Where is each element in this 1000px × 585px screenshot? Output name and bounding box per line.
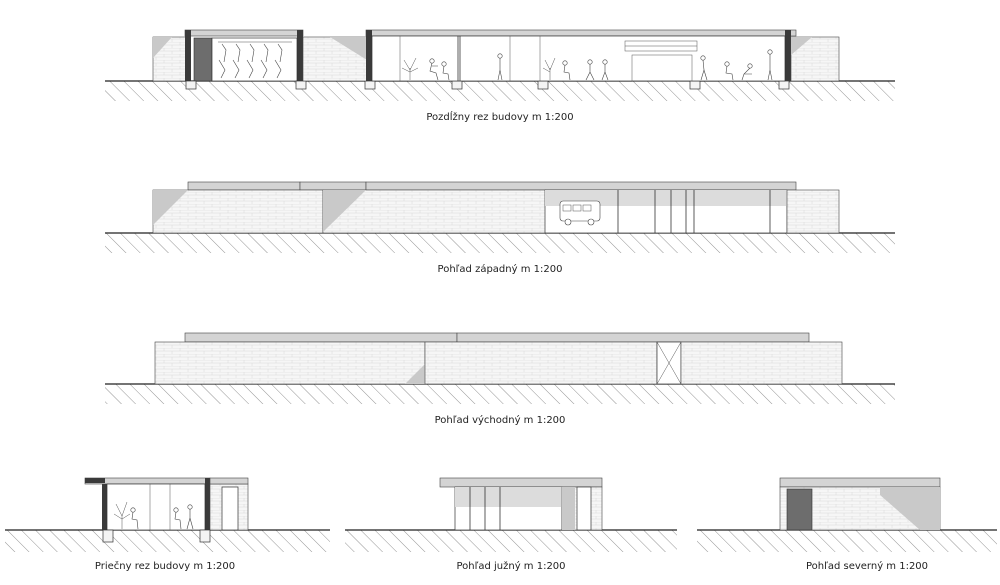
interior-main xyxy=(371,35,786,82)
door-dark xyxy=(193,37,213,82)
longitudinal-section: Pozdĺžny rez budovy m 1:200 xyxy=(105,29,895,123)
brick-wall xyxy=(680,341,843,385)
wall-shadow xyxy=(330,37,367,60)
section-cut-left xyxy=(185,30,191,81)
roof-shadow xyxy=(455,487,562,507)
ground-hatch xyxy=(105,384,895,404)
wall-shadow xyxy=(153,37,172,58)
wall-shadow xyxy=(791,37,812,55)
caption: Pohľad severný m 1:200 xyxy=(806,560,928,572)
interior-glass-left xyxy=(211,37,298,82)
roof-slab-left xyxy=(184,29,304,37)
foundation-pad xyxy=(689,80,701,90)
wall-shadow xyxy=(880,487,940,530)
north-elevation: Pohľad severný m 1:200 xyxy=(697,477,997,572)
person-figure-icon xyxy=(429,49,773,81)
cross-section: Priečny rez budovy m 1:200 xyxy=(5,477,330,572)
east-elevation: Pohľad východný m 1:200 xyxy=(105,332,895,426)
foundation-pad xyxy=(185,80,197,90)
shelving xyxy=(624,40,698,82)
roof-parapet xyxy=(184,332,458,343)
ground-hatch xyxy=(5,530,330,552)
door-dark xyxy=(786,488,813,531)
caption: Pohľad západný m 1:200 xyxy=(438,263,563,275)
roof-parapet xyxy=(456,332,810,343)
west-elevation: Pohľad západný m 1:200 xyxy=(105,181,895,275)
caption: Pohľad južný m 1:200 xyxy=(456,560,565,572)
roof-parapet xyxy=(439,477,603,488)
foundation-pad xyxy=(537,80,549,90)
wall-shadow xyxy=(153,190,188,225)
brick-wall xyxy=(154,341,426,385)
interior xyxy=(106,483,206,531)
ground-hatch xyxy=(105,81,895,101)
foundation-pad xyxy=(102,529,114,543)
section-cut-left-inner xyxy=(297,30,303,81)
section-cut-left-wall xyxy=(102,484,107,530)
roof-slab-main xyxy=(365,29,797,37)
potted-plant-icon xyxy=(401,57,556,80)
roof-parapet xyxy=(299,181,367,191)
ground-hatch xyxy=(105,233,895,253)
minibus-icon xyxy=(559,200,601,226)
roof-parapet xyxy=(365,181,797,191)
foundation-pad xyxy=(778,80,790,90)
glass-door xyxy=(221,486,239,531)
foundation-pad xyxy=(364,80,376,90)
section-cut-right-wall xyxy=(205,478,210,530)
hanging-figures xyxy=(218,41,292,79)
section-cut-main-left xyxy=(366,30,372,81)
foundation-pad xyxy=(451,80,463,90)
section-cut-main-right xyxy=(785,30,791,81)
caption: Priečny rez budovy m 1:200 xyxy=(95,560,235,572)
brick-wall xyxy=(152,189,324,234)
ground-hatch xyxy=(697,530,997,552)
caption: Pohľad východný m 1:200 xyxy=(435,414,566,426)
wall-shadow xyxy=(323,190,366,232)
roof-parapet xyxy=(209,477,249,485)
foundation-pad xyxy=(295,80,307,90)
person-figure-icon xyxy=(130,504,194,530)
brick-wall xyxy=(786,189,840,234)
potted-plant-icon xyxy=(113,501,131,529)
wall-shadow xyxy=(562,487,575,530)
roof-shadow xyxy=(545,190,787,206)
caption: Pozdĺžny rez budovy m 1:200 xyxy=(426,110,573,123)
roof-parapet xyxy=(187,181,301,191)
ground-hatch xyxy=(345,530,677,552)
south-elevation: Pohľad južný m 1:200 xyxy=(345,477,677,572)
roof-parapet xyxy=(779,477,941,488)
section-cut-left xyxy=(85,478,105,483)
brick-wall xyxy=(424,341,658,385)
wall-shadow xyxy=(405,364,425,384)
foundation-pad xyxy=(199,529,211,543)
glass-door xyxy=(576,486,592,531)
